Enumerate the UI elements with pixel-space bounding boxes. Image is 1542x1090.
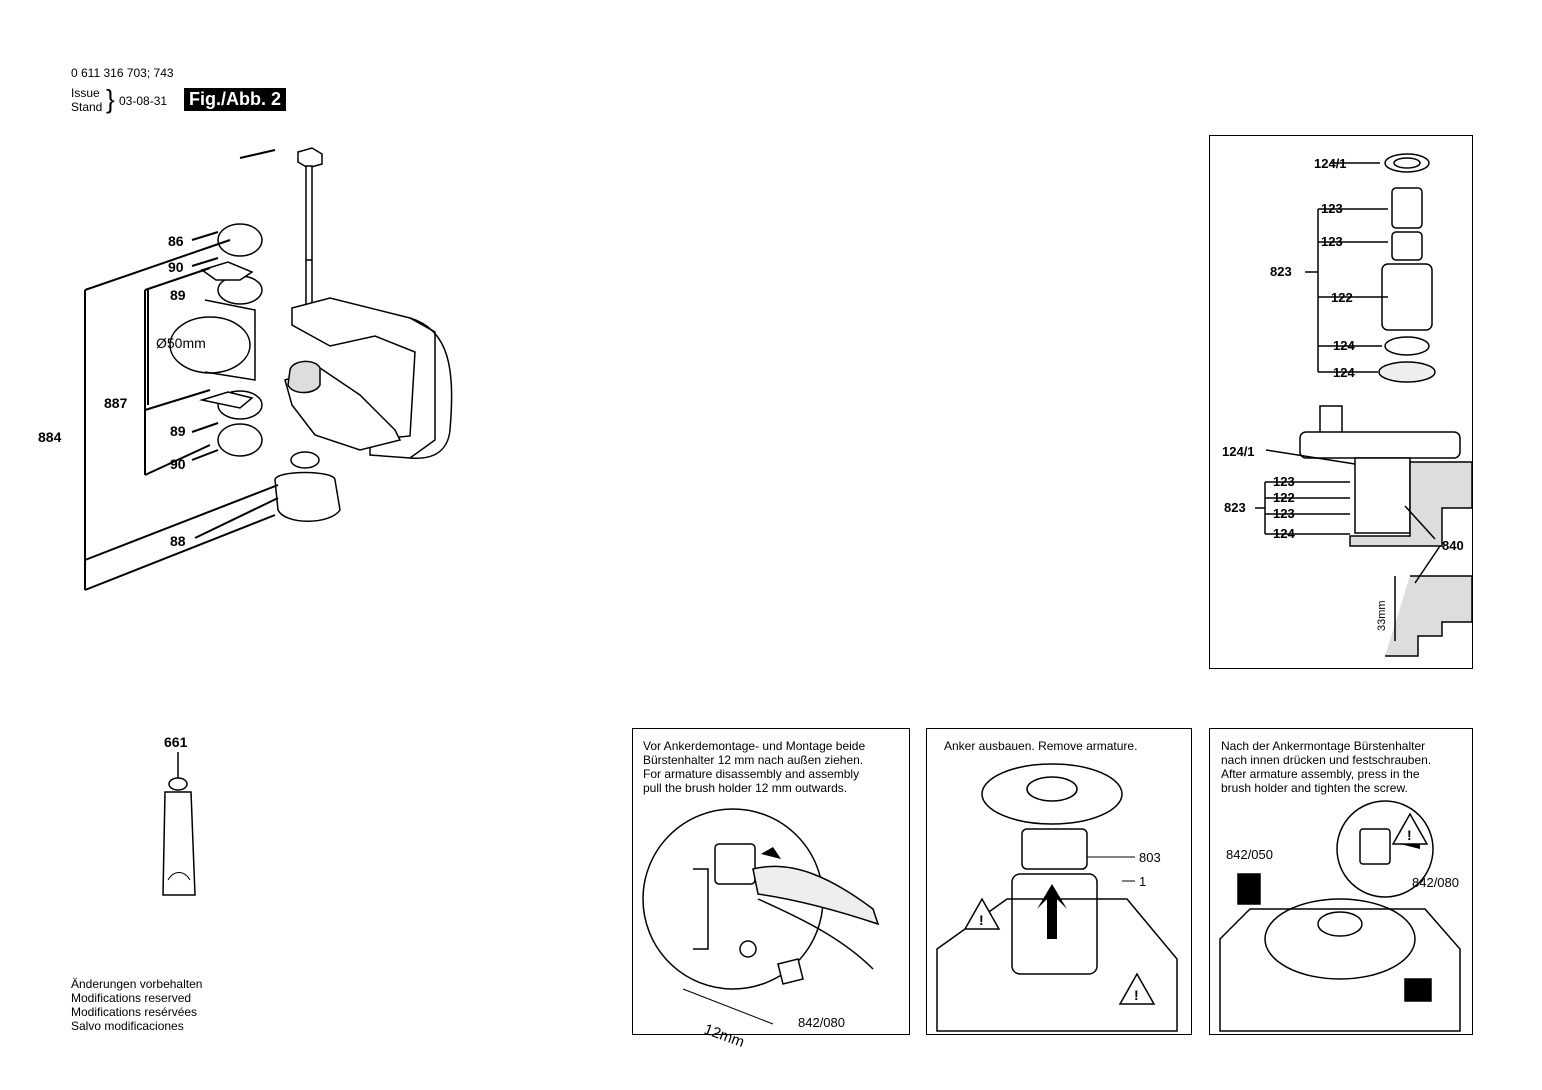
handle-clamp	[284, 297, 453, 459]
label-89-bottom: 89	[170, 423, 186, 439]
bottom-label-33mm: 33mm	[1376, 600, 1388, 631]
panel3-illustration: ! 842/050 842/080	[1219, 800, 1461, 1032]
figure-badge: Fig./Abb. 2	[184, 88, 286, 111]
panel3-line-1: Nach der Ankermontage Bürstenhalter	[1221, 739, 1426, 753]
panel2-label-1: 1	[1139, 874, 1146, 889]
bearing-detail-box: 124/1 123 123 823 122 124 124 124/1 1	[1209, 135, 1473, 669]
modifications-en: Modifications reserved	[71, 991, 192, 1005]
label-89-top: 89	[170, 287, 186, 303]
bolt	[297, 147, 323, 307]
panel2-text: Anker ausbauen. Remove armature.	[944, 739, 1138, 753]
label-90-top: 90	[168, 259, 184, 275]
label-86: 86	[168, 233, 184, 249]
modifications-fr: Modifications resérvées	[71, 1005, 198, 1019]
bearing-detail-drawing: 124/1 123 123 823 122 124 124 124/1 1	[1222, 153, 1473, 657]
label-887: 887	[104, 395, 128, 411]
side-handle-exploded-view: 86 90 89 Ø50mm 887 884 89 90 88	[38, 147, 453, 591]
svg-text:!: !	[1407, 827, 1412, 843]
bottom-label-840: 840	[1442, 538, 1464, 553]
panel1-illustration: 842/080 12mm	[642, 808, 880, 1051]
panel1-text: Vor Ankerdemontage- und Montage beide Bü…	[643, 739, 865, 795]
top-label-123-a: 123	[1321, 201, 1343, 216]
top-label-122: 122	[1331, 290, 1353, 305]
clamp-ring	[169, 299, 256, 381]
label-90-bottom: 90	[170, 456, 186, 472]
panel3-label-842-050: 842/050	[1226, 847, 1273, 862]
modifications-es: Salvo modificaciones	[71, 1019, 184, 1033]
bottom-label-123-a: 123	[1273, 474, 1295, 489]
top-label-823: 823	[1270, 264, 1292, 279]
panel3-line-2: nach innen drücken und festschrauben.	[1221, 753, 1432, 767]
grease-tube: 661	[162, 734, 196, 896]
modifications-notice: Änderungen vorbehalten Modifications res…	[71, 977, 202, 1033]
bottom-label-123-b: 123	[1273, 506, 1295, 521]
top-label-124-b: 124	[1333, 365, 1355, 380]
panel1-label-12mm: 12mm	[702, 1021, 747, 1051]
panel2-label-803: 803	[1139, 850, 1161, 865]
svg-text:!: !	[979, 912, 984, 928]
brace: }	[106, 84, 115, 114]
modifications-de: Änderungen vorbehalten	[71, 977, 203, 991]
bottom-label-124-1: 124/1	[1222, 444, 1255, 459]
instruction-panel-1: Vor Ankerdemontage- und Montage beide Bü…	[632, 728, 910, 1051]
panel3-line-3: After armature assembly, press in the	[1221, 767, 1420, 781]
instruction-panel-3: Nach der Ankermontage Bürstenhalter nach…	[1209, 728, 1473, 1035]
issue-date: 03-08-31	[119, 94, 168, 108]
part-number: 0 611 316 703; 743	[71, 66, 174, 80]
lower-knob	[199, 390, 263, 457]
panel2-illustration: ! ! 803 1	[936, 763, 1178, 1032]
label-884: 884	[38, 429, 62, 445]
grip-knob	[274, 451, 341, 522]
label-661: 661	[164, 734, 188, 750]
panel1-line-1: Vor Ankerdemontage- und Montage beide	[643, 739, 866, 753]
svg-text:!: !	[1134, 987, 1139, 1003]
panel3-text: Nach der Ankermontage Bürstenhalter nach…	[1221, 739, 1431, 795]
issue-label: Issue	[71, 86, 100, 100]
panel3-line-4: brush holder and tighten the screw.	[1221, 781, 1408, 795]
top-label-124-1: 124/1	[1314, 156, 1347, 171]
panel1-line-2: Bürstenhalter 12 mm nach außen ziehen.	[643, 753, 864, 767]
panel1-line-4: pull the brush holder 12 mm outwards.	[643, 781, 848, 795]
stand-label: Stand	[71, 100, 103, 114]
bottom-label-823: 823	[1224, 500, 1246, 515]
bracket-lines	[84, 149, 279, 591]
upper-knob	[200, 223, 263, 305]
panel1-label-842-080: 842/080	[798, 1015, 845, 1030]
panel3-label-842-080: 842/080	[1412, 875, 1459, 890]
label-88: 88	[170, 533, 186, 549]
instruction-panel-2: Anker ausbauen. Remove armature. ! ! 803…	[926, 728, 1192, 1035]
top-label-123-b: 123	[1321, 234, 1343, 249]
bottom-label-122: 122	[1273, 490, 1295, 505]
panel1-line-3: For armature disassembly and assembly	[643, 767, 860, 781]
label-diameter: Ø50mm	[156, 335, 206, 351]
bottom-label-124: 124	[1273, 526, 1295, 541]
top-label-124-a: 124	[1333, 338, 1355, 353]
